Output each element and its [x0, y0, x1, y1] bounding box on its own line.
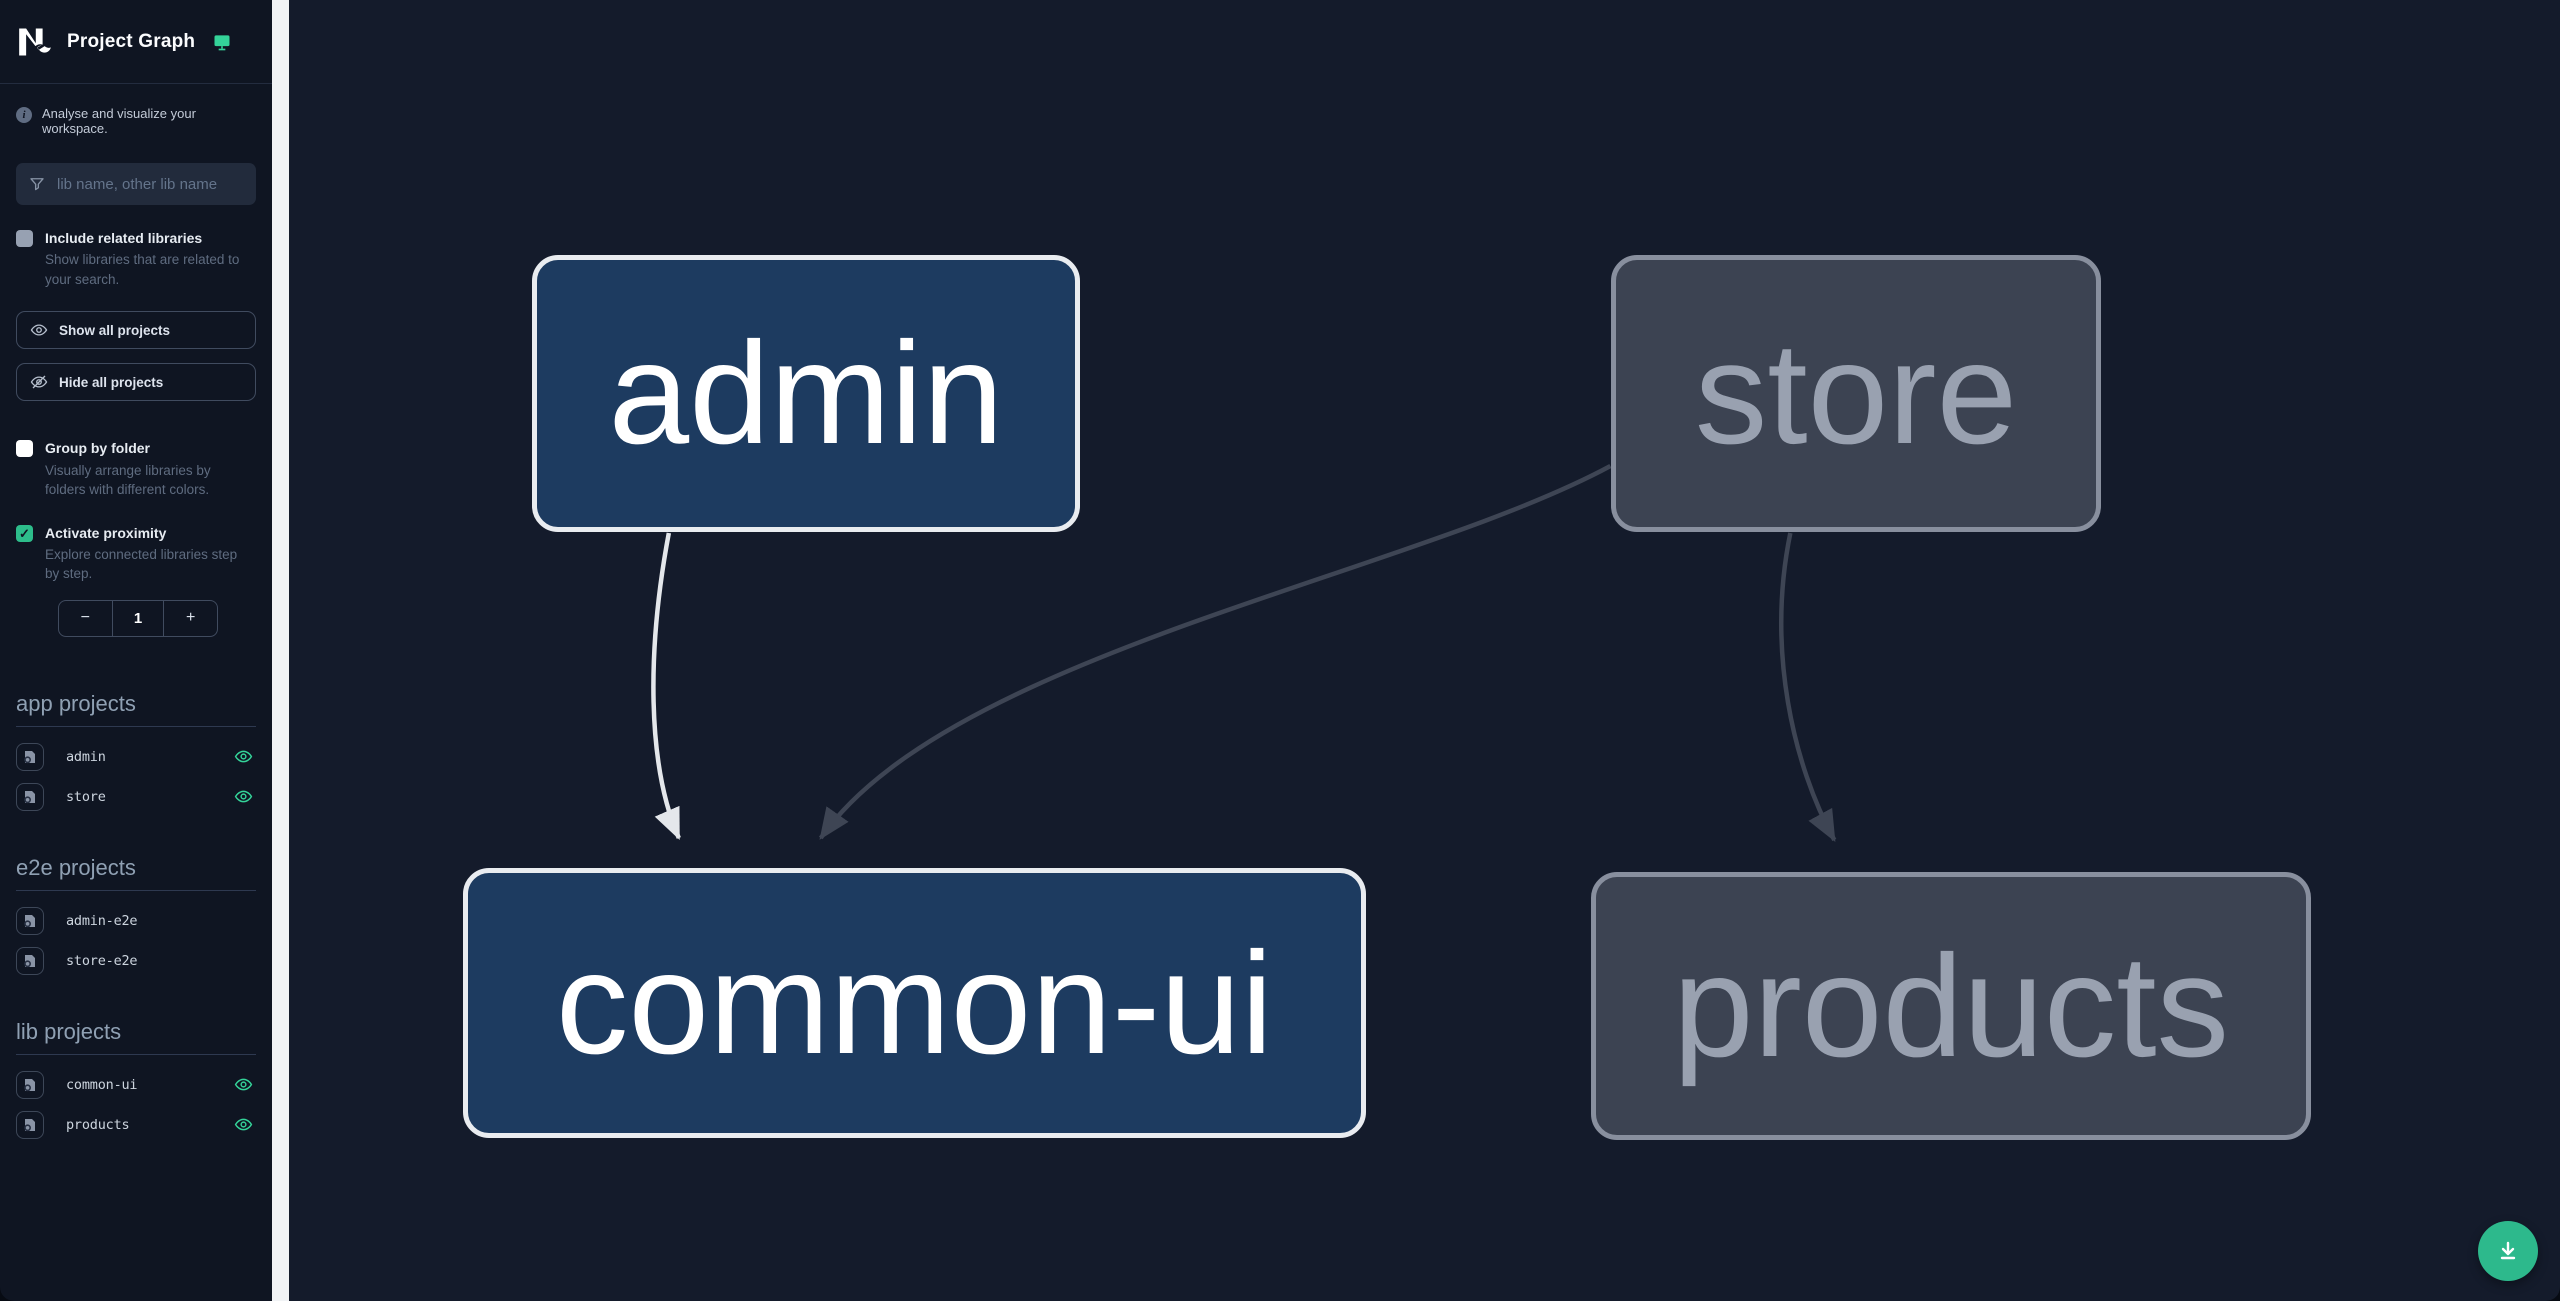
project-name: admin: [66, 748, 106, 765]
group-by-folder-row: Group by folder Visually arrange librari…: [16, 439, 256, 499]
section-e2e-projects: e2e projects admin-e2e: [16, 855, 256, 981]
include-related-description: Show libraries that are related to your …: [45, 252, 240, 287]
group-by-folder-description: Visually arrange libraries by folders wi…: [45, 462, 211, 498]
project-node-icon: [24, 790, 35, 804]
project-name: store-e2e: [66, 952, 138, 969]
project-node-icon: [24, 1078, 35, 1092]
focus-project-button[interactable]: [16, 906, 44, 935]
project-node-icon: [24, 1118, 35, 1132]
project-row-products: products: [16, 1105, 256, 1145]
eye-icon: [30, 324, 48, 336]
project-row-store-e2e: store-e2e: [16, 941, 256, 981]
monitor-icon: [214, 34, 230, 50]
toggle-visibility-eye-icon[interactable]: [232, 1074, 254, 1096]
focus-project-button[interactable]: [16, 946, 44, 975]
activate-proximity-checkbox[interactable]: [16, 524, 33, 542]
project-row-admin: admin: [16, 737, 256, 777]
hide-all-projects-button[interactable]: Hide all projects: [16, 363, 256, 402]
proximity-decrement-button[interactable]: −: [59, 601, 112, 636]
graph-node-admin[interactable]: admin: [532, 255, 1080, 532]
page-title: Project Graph: [67, 30, 196, 52]
section-lib-projects: lib projects common-ui: [16, 1019, 256, 1145]
section-title: app projects: [16, 691, 256, 727]
node-label: store: [1694, 312, 2018, 474]
graph-canvas[interactable]: admin store common-ui products: [289, 0, 2560, 1301]
graph-edges: [651, 464, 1837, 842]
focus-project-button[interactable]: [16, 1110, 44, 1139]
node-label: common-ui: [555, 921, 1274, 1084]
project-row-admin-e2e: admin-e2e: [16, 901, 256, 941]
project-name: admin-e2e: [66, 912, 138, 929]
search-box[interactable]: [16, 163, 256, 205]
sidebar: Project Graph i Analyse and visualize yo…: [0, 0, 272, 1301]
activate-proximity-label: Activate proximity: [45, 524, 167, 541]
info-icon: i: [16, 107, 32, 123]
proximity-value: 1: [111, 600, 165, 636]
graph-node-common-ui[interactable]: common-ui: [463, 868, 1366, 1138]
focus-project-button[interactable]: [16, 782, 44, 811]
eye-off-icon: [30, 375, 48, 389]
sidebar-scrollbar-track[interactable]: [272, 0, 289, 1301]
graph-node-store[interactable]: store: [1611, 255, 2101, 532]
group-by-folder-checkbox[interactable]: [16, 440, 33, 458]
activate-proximity-description: Explore connected libraries step by step…: [45, 546, 238, 582]
focus-project-button[interactable]: [16, 742, 44, 771]
show-all-projects-button[interactable]: Show all projects: [16, 311, 256, 350]
include-related-checkbox[interactable]: [16, 230, 33, 247]
download-icon: [2500, 1241, 2516, 1260]
project-node-icon: [24, 954, 35, 968]
project-name: common-ui: [66, 1076, 138, 1093]
project-node-icon: [24, 750, 35, 764]
include-related-row: Include related libraries Show libraries…: [16, 229, 256, 289]
proximity-increment-button[interactable]: +: [164, 601, 217, 636]
project-sections: app projects admin: [16, 691, 256, 1145]
nx-logo-icon: [19, 28, 51, 55]
project-row-common-ui: common-ui: [16, 1065, 256, 1105]
edge-admin-common-ui[interactable]: [651, 532, 681, 841]
focus-project-button[interactable]: [16, 1070, 44, 1099]
proximity-stepper: − 1 +: [58, 599, 218, 637]
toggle-visibility-eye-icon[interactable]: [232, 786, 254, 808]
workspace-tagline-row: i Analyse and visualize your workspace.: [16, 106, 256, 136]
node-label: products: [1672, 924, 2230, 1087]
section-title: lib projects: [16, 1019, 256, 1055]
sidebar-header: Project Graph: [0, 0, 272, 84]
show-all-projects-label: Show all projects: [59, 322, 171, 338]
workspace-tagline: Analyse and visualize your workspace.: [42, 106, 196, 136]
filter-funnel-icon: [30, 178, 44, 191]
include-related-label: Include related libraries: [45, 230, 203, 246]
project-name: store: [66, 788, 106, 805]
sidebar-body: i Analyse and visualize your workspace. …: [0, 84, 272, 1301]
activate-proximity-row: Activate proximity Explore connected lib…: [16, 524, 256, 584]
project-row-store: store: [16, 777, 256, 817]
graph-node-products[interactable]: products: [1591, 872, 2311, 1140]
download-graph-button[interactable]: [2478, 1221, 2538, 1281]
search-input[interactable]: [57, 175, 244, 193]
project-node-icon: [24, 914, 35, 928]
toggle-visibility-eye-icon[interactable]: [232, 746, 254, 768]
section-title: e2e projects: [16, 855, 256, 891]
node-label: admin: [608, 312, 1004, 474]
edge-store-common-ui[interactable]: [818, 464, 1612, 840]
edge-store-products[interactable]: [1779, 532, 1837, 842]
project-name: products: [66, 1116, 130, 1133]
section-app-projects: app projects admin: [16, 691, 256, 817]
toggle-visibility-eye-icon[interactable]: [232, 1114, 254, 1136]
group-by-folder-label: Group by folder: [45, 440, 150, 457]
hide-all-projects-label: Hide all projects: [59, 374, 164, 390]
